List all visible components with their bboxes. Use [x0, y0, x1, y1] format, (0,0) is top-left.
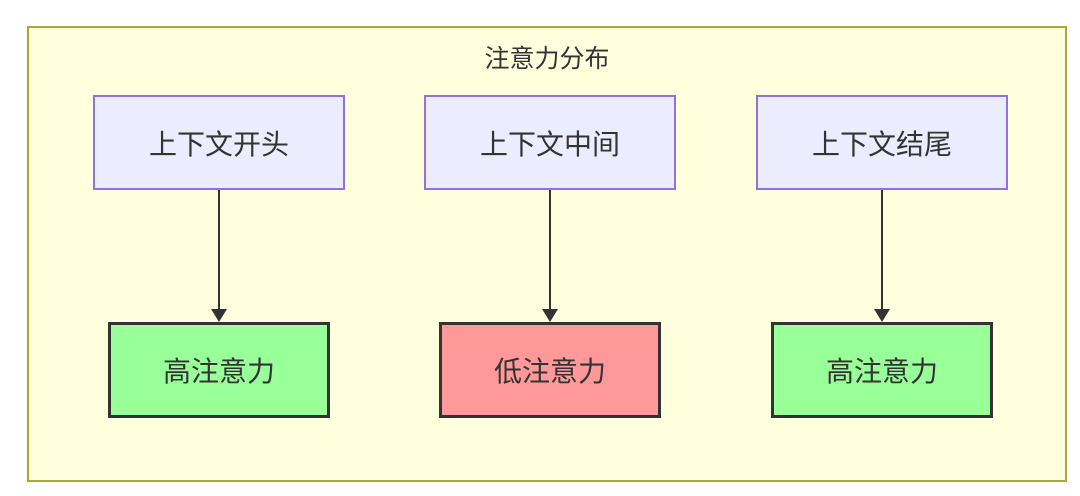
node-attention-high-2: 高注意力 [771, 322, 993, 418]
column-context-end: 上下文结尾 高注意力 [752, 95, 1012, 418]
node-attention-high-1: 高注意力 [108, 322, 330, 418]
column-context-middle: 上下文中间 低注意力 [420, 95, 680, 418]
arrow-line [881, 190, 883, 309]
arrow-head-icon [542, 309, 558, 322]
column-context-beginning: 上下文开头 高注意力 [89, 95, 349, 418]
arrow-beginning-to-high [211, 190, 227, 322]
arrow-head-icon [211, 309, 227, 322]
node-context-middle: 上下文中间 [424, 95, 676, 190]
arrow-end-to-high [874, 190, 890, 322]
cluster-title: 注意力分布 [484, 45, 610, 73]
attention-distribution-cluster: 注意力分布 上下文开头 高注意力 上下文中间 低注意力 上下文结尾 高注意力 [27, 26, 1067, 482]
node-context-beginning: 上下文开头 [93, 95, 345, 190]
arrow-middle-to-low [542, 190, 558, 322]
node-attention-low: 低注意力 [439, 322, 661, 418]
arrow-line [218, 190, 220, 309]
arrow-head-icon [874, 309, 890, 322]
arrow-line [549, 190, 551, 309]
node-context-end: 上下文结尾 [756, 95, 1008, 190]
